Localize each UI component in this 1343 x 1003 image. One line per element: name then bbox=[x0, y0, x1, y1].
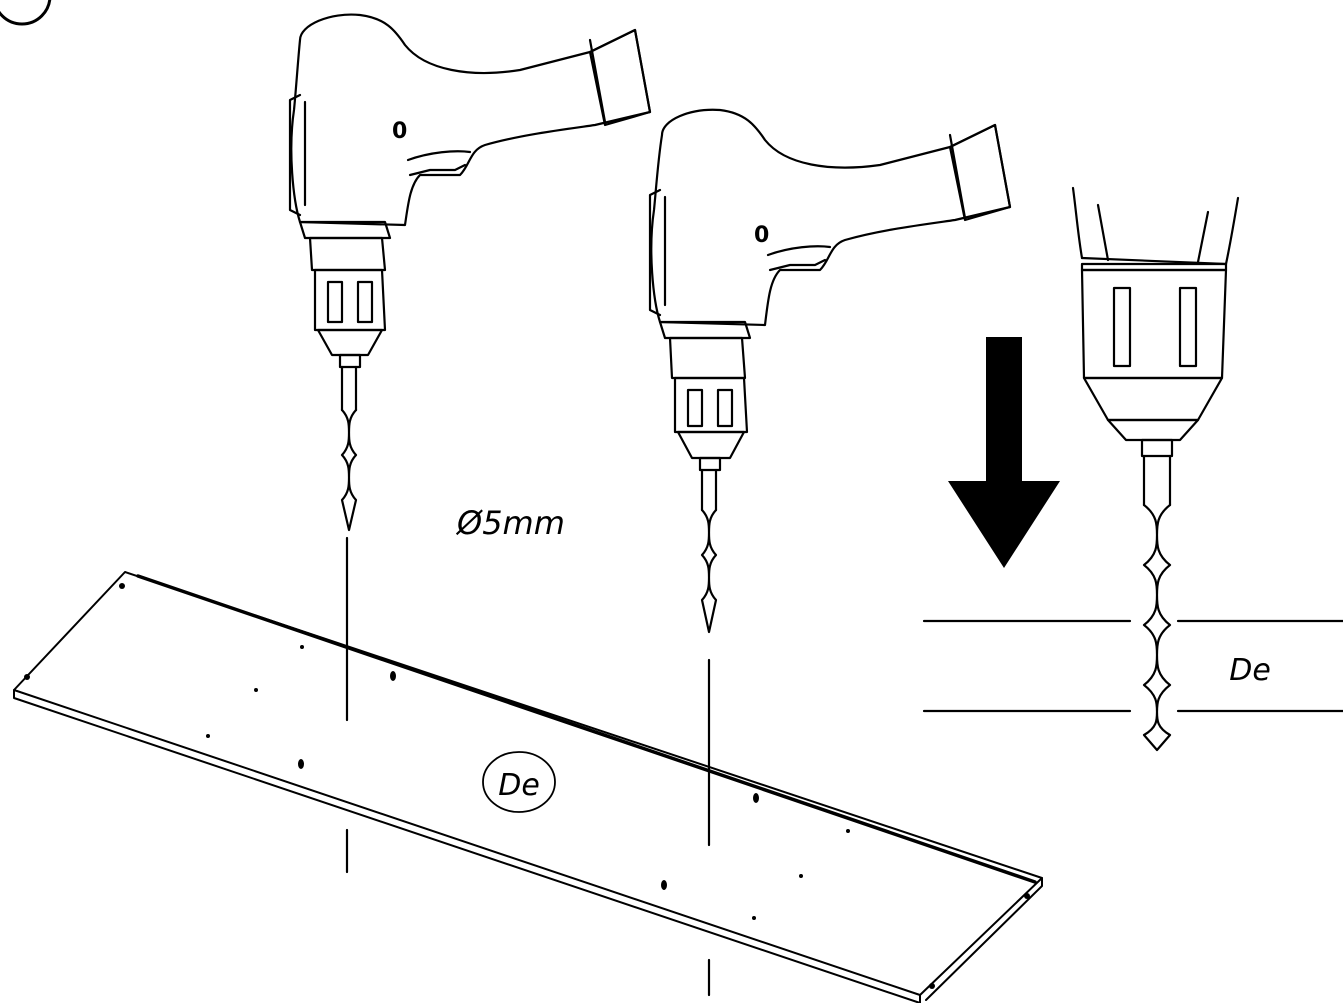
detail-part-label: De bbox=[1229, 653, 1271, 688]
panel-part-badge: De bbox=[482, 751, 556, 813]
drill-bit-size-label: Ø5mm bbox=[455, 504, 565, 542]
panel-holes bbox=[24, 583, 1030, 989]
drilling-detail-view: De bbox=[922, 186, 1343, 752]
drill-middle: 0 bbox=[648, 108, 1012, 634]
drill-left-switch-label: 0 bbox=[392, 119, 407, 144]
panel-de: De bbox=[13, 571, 1043, 1003]
drill-guide-lines bbox=[345, 536, 711, 997]
panel-part-label: De bbox=[498, 768, 540, 803]
drill-middle-switch-label: 0 bbox=[754, 223, 769, 248]
step-number-badge bbox=[0, 0, 52, 26]
drill-left: 0 bbox=[288, 13, 652, 532]
down-arrow-icon bbox=[948, 337, 1060, 568]
